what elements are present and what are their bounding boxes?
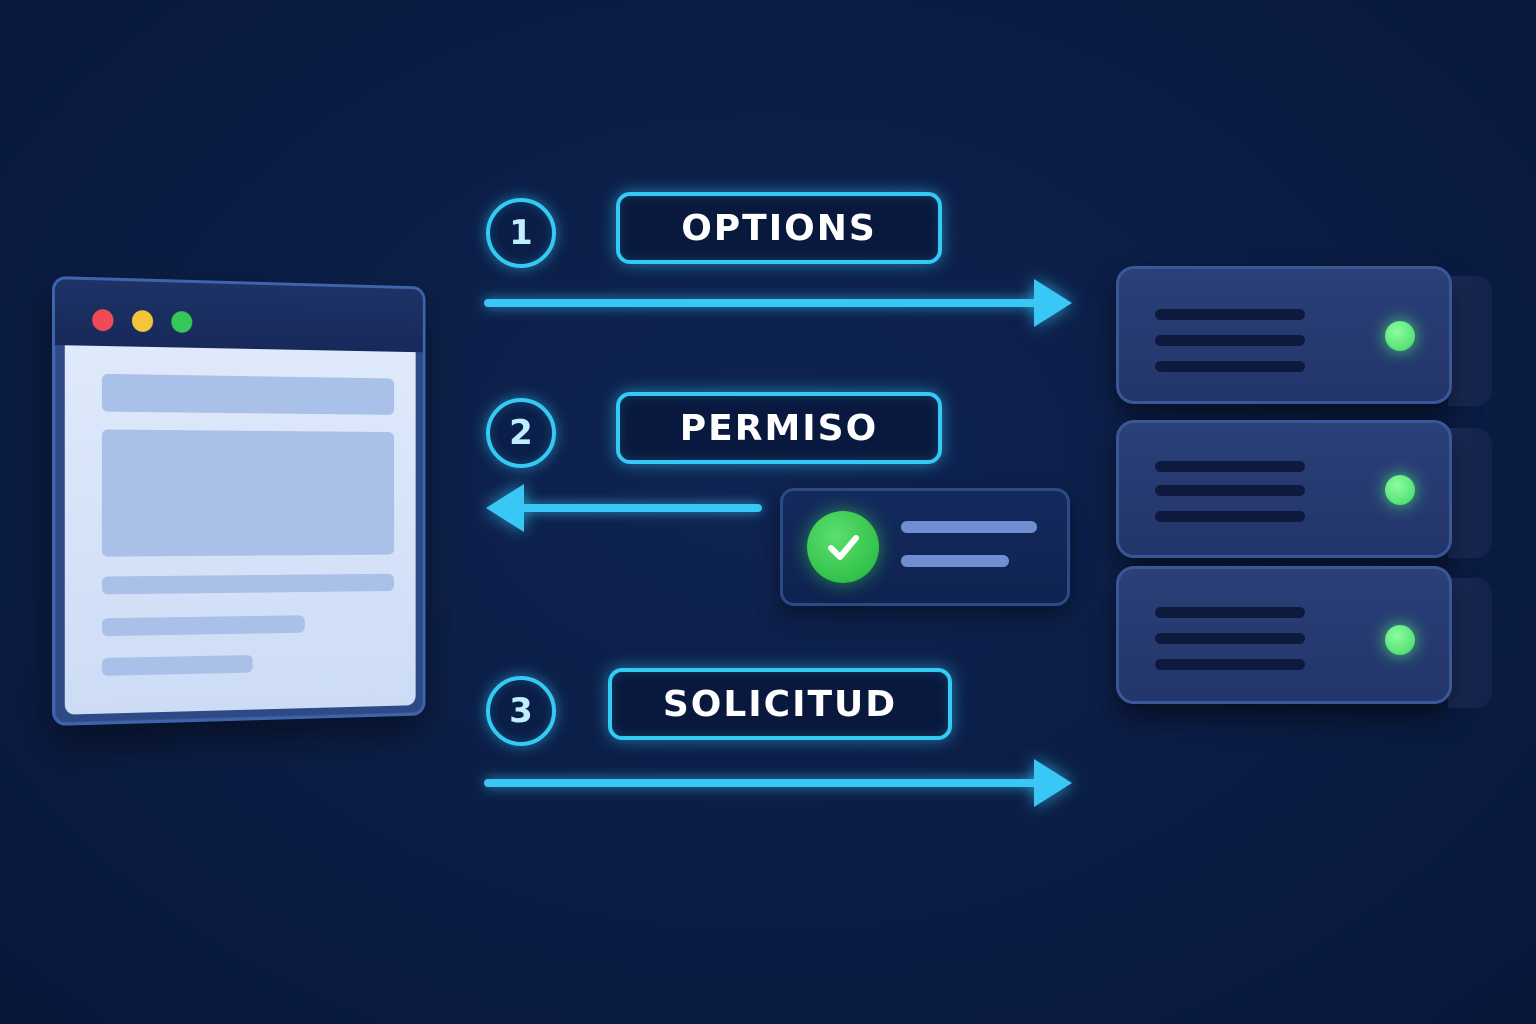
step-2-badge: 2 [486, 398, 556, 468]
browser-titlebar [54, 279, 423, 353]
step-2-label: PERMISO [616, 392, 942, 464]
step-3-badge: 3 [486, 676, 556, 746]
server-vent [1155, 309, 1305, 320]
content-placeholder-line [101, 615, 305, 637]
server-unit-side [1448, 578, 1492, 708]
card-placeholder-line [901, 555, 1009, 567]
server-unit-side [1448, 276, 1492, 406]
server-vent [1155, 361, 1305, 372]
status-led-icon [1385, 475, 1415, 505]
check-icon [807, 511, 879, 583]
server-unit-side [1448, 428, 1492, 558]
content-placeholder-bar [101, 373, 395, 415]
content-placeholder-line [101, 573, 395, 595]
server-vent [1155, 461, 1305, 472]
server-vent [1155, 485, 1305, 496]
browser-window-icon [52, 276, 426, 726]
content-placeholder-block [101, 429, 395, 557]
check-mark-icon [828, 535, 859, 560]
content-placeholder-line [101, 655, 253, 676]
step-2-arrow-line [516, 504, 762, 512]
server-unit [1116, 420, 1452, 558]
server-vent [1155, 633, 1305, 644]
window-maximize-dot [171, 310, 193, 334]
server-vent [1155, 335, 1305, 346]
step-1-arrow-line [484, 299, 1044, 307]
step-3-arrow-line [484, 779, 1044, 787]
window-minimize-dot [131, 309, 154, 333]
status-led-icon [1385, 321, 1415, 351]
server-unit [1116, 566, 1452, 704]
arrow-right-icon [1034, 759, 1072, 807]
browser-content [64, 345, 416, 715]
response-card [780, 488, 1070, 606]
server-unit [1116, 266, 1452, 404]
server-vent [1155, 607, 1305, 618]
card-placeholder-line [901, 521, 1037, 533]
window-close-dot [92, 308, 114, 332]
server-vent [1155, 659, 1305, 670]
step-1-label: OPTIONS [616, 192, 942, 264]
status-led-icon [1385, 625, 1415, 655]
arrow-right-icon [1034, 279, 1072, 327]
step-1-badge: 1 [486, 198, 556, 268]
server-vent [1155, 511, 1305, 522]
step-3-label: SOLICITUD [608, 668, 952, 740]
